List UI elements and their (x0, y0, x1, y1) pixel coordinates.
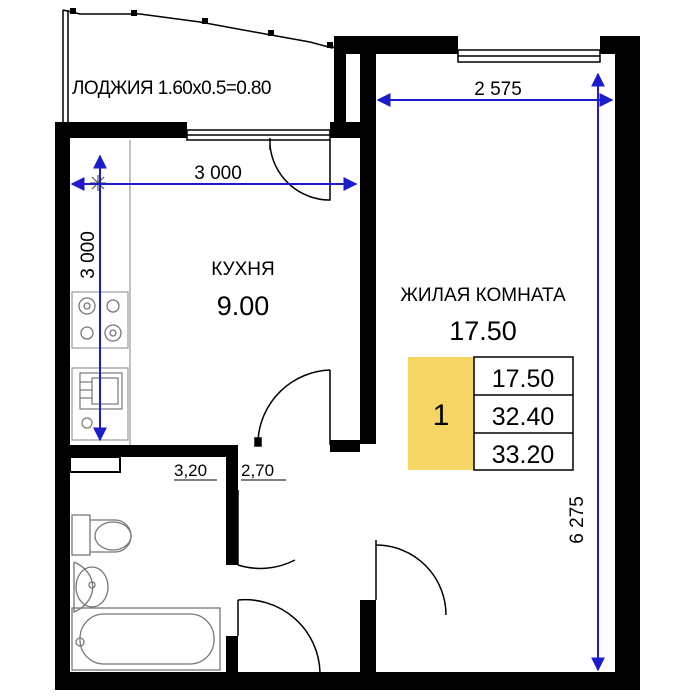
summary-table: 1 17.50 32.40 33.20 (408, 356, 574, 471)
living-area: 17.50 (449, 316, 517, 346)
dimension-lines (70, 72, 614, 672)
toilet-icon (71, 514, 132, 556)
kitchen-height-value: 3 000 (78, 231, 99, 279)
svg-text:2,70: 2,70 (241, 461, 274, 480)
hall-area-label: 2,70 (241, 461, 286, 481)
washbasin-icon (73, 561, 109, 613)
bathtub-icon (71, 607, 221, 671)
kitchen-name: КУХНЯ (211, 259, 274, 280)
shaft (69, 456, 121, 473)
bathroom-area-label: 3,20 (174, 461, 217, 481)
summary-living-area: 17.50 (492, 365, 555, 393)
doors (237, 138, 447, 690)
summary-total-area: 32.40 (492, 403, 555, 431)
summary-total-with-loggia: 33.20 (492, 441, 555, 469)
room-count-cell (408, 357, 474, 470)
living-window (457, 49, 601, 63)
living-height-value: 6 275 (567, 496, 588, 544)
living-name: ЖИЛАЯ КОМНАТА (400, 285, 566, 306)
kitchen-window (186, 129, 331, 141)
living-width-value: 2 575 (474, 79, 522, 100)
loggia (62, 9, 341, 131)
svg-text:3,20: 3,20 (174, 461, 207, 480)
room-count: 1 (433, 399, 450, 432)
kitchen-area: 9.00 (217, 291, 270, 321)
walls (55, 36, 640, 690)
loggia-label: ЛОДЖИЯ 1.60x0.5=0.80 (72, 78, 271, 99)
kitchen-width-value: 3 000 (194, 163, 242, 184)
loggia-window-ticks (70, 8, 333, 48)
